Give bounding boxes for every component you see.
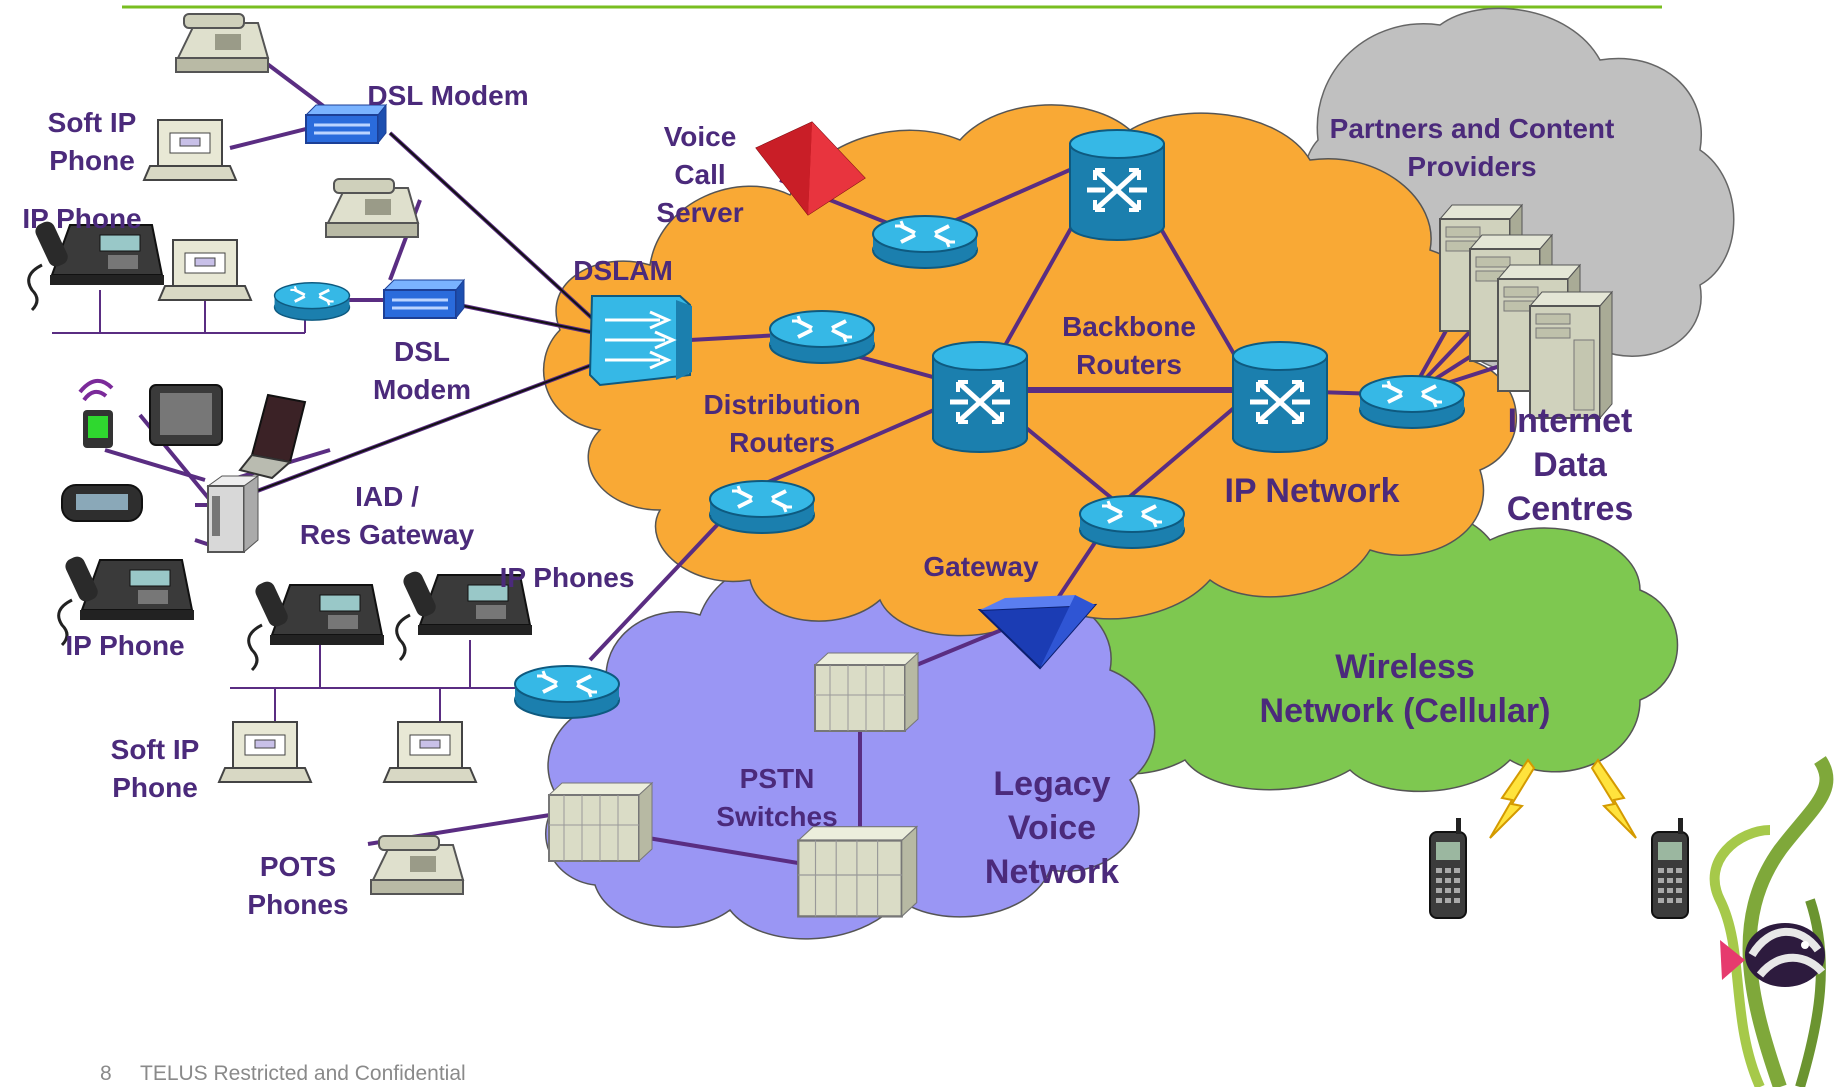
label-voice-call-server-2: Call xyxy=(674,159,725,190)
router-dist-top xyxy=(768,309,876,365)
label-idc-3: Centres xyxy=(1507,490,1634,528)
label-legacy-3: Network xyxy=(985,853,1119,891)
laptop-icon xyxy=(238,393,307,480)
label-distribution-2: Routers xyxy=(729,427,835,458)
label-dsl-modem-mid-1: DSL xyxy=(394,336,450,367)
home-router xyxy=(273,281,351,322)
label-ip-network: IP Network xyxy=(1224,472,1399,510)
lightning-icon-right xyxy=(1591,759,1637,839)
footer-confidential: TELUS Restricted and Confidential xyxy=(140,1062,466,1085)
dsl-modem-mid xyxy=(382,278,466,320)
router-voice xyxy=(871,214,979,270)
pots-phone-top xyxy=(175,13,269,73)
label-partners-2: Providers xyxy=(1407,151,1536,182)
label-idc-2: Data xyxy=(1533,446,1608,484)
server-4 xyxy=(1529,291,1613,419)
router-idc xyxy=(1358,374,1466,430)
pstn-switch-top xyxy=(814,652,919,732)
label-dslam: DSLAM xyxy=(573,255,673,286)
label-dsl-modem-mid-2: Modem xyxy=(373,374,471,405)
footer-page-number: 8 xyxy=(100,1062,112,1085)
label-pots-1: POTS xyxy=(260,851,336,882)
label-backbone-1: Backbone xyxy=(1062,311,1196,342)
iad-icon xyxy=(206,475,260,554)
cell-phone-right xyxy=(1651,817,1689,919)
label-voice-call-server-1: Voice xyxy=(664,121,737,152)
label-wireless-1: Wireless xyxy=(1335,648,1475,686)
voice-call-server-icon xyxy=(755,121,866,216)
computer-bottom xyxy=(383,721,477,783)
label-dsl-modem-top: DSL Modem xyxy=(367,80,528,111)
computer-top xyxy=(158,239,252,301)
label-legacy-1: Legacy xyxy=(993,765,1110,803)
label-legacy-2: Voice xyxy=(1008,809,1096,847)
router-pstn xyxy=(513,664,621,720)
label-pots-2: Phones xyxy=(247,889,348,920)
soft-ip-phone-top xyxy=(143,119,237,181)
backbone-switch-top xyxy=(1070,130,1164,240)
label-gateway: Gateway xyxy=(923,551,1039,582)
label-soft-ip-phone-bottom-2: Phone xyxy=(112,772,198,803)
pstn-switch-left xyxy=(548,782,653,862)
label-ip-phone-left: IP Phone xyxy=(65,630,184,661)
pots-phone-mid xyxy=(325,178,419,238)
label-ip-phones: IP Phones xyxy=(500,562,635,593)
label-distribution-1: Distribution xyxy=(703,389,860,420)
backbone-switch-left xyxy=(933,342,1027,452)
label-soft-ip-phone-top-2: Phone xyxy=(49,145,135,176)
gateway-icon xyxy=(977,595,1098,670)
router-dist-bottom xyxy=(708,479,816,535)
label-backbone-2: Routers xyxy=(1076,349,1182,380)
pots-phone-bottom xyxy=(370,835,464,895)
label-soft-ip-phone-top-1: Soft IP xyxy=(48,107,137,138)
label-pstn-2: Switches xyxy=(716,801,837,832)
backbone-switch-right xyxy=(1233,342,1327,452)
label-pstn-1: PSTN xyxy=(740,763,815,794)
fish-logo-icon xyxy=(1709,756,1834,1087)
pda-icon xyxy=(78,379,114,448)
label-wireless-2: Network (Cellular) xyxy=(1260,692,1551,730)
soft-ip-phone-bottom xyxy=(218,721,312,783)
tv-icon xyxy=(149,384,223,446)
ip-phone-lan-1 xyxy=(247,577,386,672)
dslam-icon xyxy=(588,295,692,387)
label-idc-1: Internet xyxy=(1508,402,1633,440)
cell-phone-left xyxy=(1429,817,1467,919)
label-soft-ip-phone-bottom-1: Soft IP xyxy=(111,734,200,765)
label-ip-phone-top: IP Phone xyxy=(22,203,141,234)
label-partners-1: Partners and Content xyxy=(1330,113,1615,144)
lan-wiring xyxy=(52,290,520,730)
pager-icon xyxy=(61,484,143,522)
label-iad-2: Res Gateway xyxy=(300,519,475,550)
pstn-switch-bottom xyxy=(797,825,918,918)
router-gateway xyxy=(1078,494,1186,550)
label-iad-1: IAD / xyxy=(355,481,419,512)
label-voice-call-server-3: Server xyxy=(656,197,743,228)
text-labels: DSL Modem Soft IP Phone IP Phone Voice C… xyxy=(22,80,1633,920)
